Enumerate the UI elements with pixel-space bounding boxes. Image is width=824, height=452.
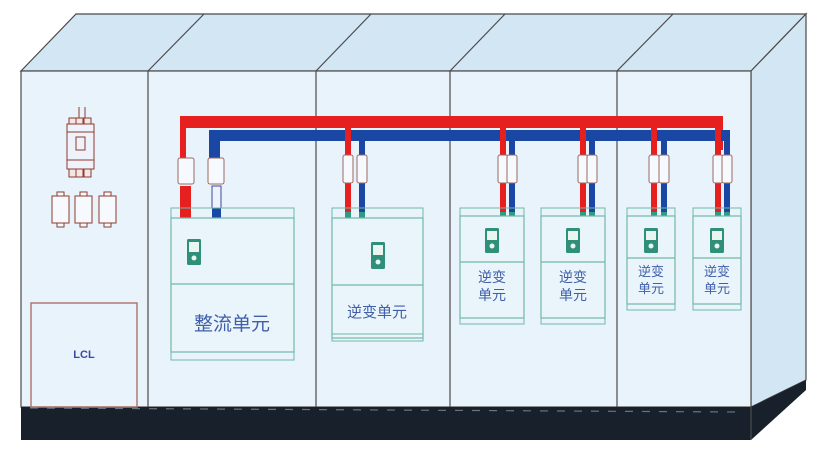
fuse-icon [586, 154, 598, 184]
inverter-unit-label-line2: 单元 [704, 282, 730, 297]
fuse-icon [51, 191, 70, 228]
rectifier-unit: 整流单元 [170, 207, 295, 361]
terminal [661, 212, 667, 218]
rectifier-positive-drop [180, 186, 191, 221]
fuse-icon [74, 191, 93, 228]
keypad-icon [485, 228, 499, 253]
inverter-unit: 逆变单元 [459, 207, 525, 325]
bus-drop-pair [497, 128, 518, 218]
terminal [651, 212, 657, 218]
fuse-icon [98, 191, 117, 228]
fuse-icon [506, 154, 518, 184]
inverter-unit-label-line1: 逆变 [638, 264, 664, 280]
fuse-icon [648, 154, 660, 184]
dc-positive-busbar [180, 116, 723, 170]
rectifier-unit-label: 整流单元 [194, 313, 270, 335]
top-face-dividers [147, 13, 674, 72]
inverter-unit: 逆变单元 [540, 207, 606, 325]
cabinet-top-face [19, 13, 808, 72]
dc-negative-busbar [209, 130, 730, 170]
fuse-group [51, 191, 117, 228]
inverter-unit-label: 逆变单元 [347, 303, 407, 321]
terminal [359, 212, 365, 218]
inverter-unit-label-line2: 单元 [638, 282, 664, 297]
rectifier-negative-terminal [212, 208, 221, 221]
fuse-icon [342, 154, 354, 184]
keypad-icon [187, 239, 201, 265]
terminal [580, 212, 586, 218]
fuse-icon [177, 157, 195, 185]
inverter-unit: 逆变单元 [692, 207, 742, 311]
lcl-filter-box [30, 302, 138, 408]
terminal [345, 212, 351, 218]
inverter-unit-label-line1: 逆变 [478, 270, 506, 286]
inverter-unit-label-line1: 逆变 [559, 270, 587, 286]
inverter-unit: 逆变单元 [331, 207, 424, 342]
inverter-unit: 逆变单元 [626, 207, 676, 311]
fuse-icon [207, 157, 225, 185]
cabinet-base [21, 407, 751, 440]
keypad-icon [710, 228, 724, 253]
cabinet-side-face [750, 12, 807, 408]
keypad-icon [371, 242, 385, 269]
circuit-breaker [66, 107, 95, 178]
cabinet-base-side [751, 380, 806, 440]
inverter-unit-label-line1: 逆变 [704, 264, 730, 280]
fuse-icon [356, 154, 368, 184]
fuse-icon [721, 154, 733, 184]
bus-drop-pair [712, 128, 733, 218]
terminal [589, 212, 595, 218]
bus-drop-pair [342, 128, 368, 218]
keypad-icon [644, 228, 658, 253]
fuse-icon [658, 154, 670, 184]
terminal [500, 212, 506, 218]
bus-drop-pair [648, 128, 670, 218]
inverter-bus-drops [342, 128, 733, 218]
keypad-icon [566, 228, 580, 253]
inverter-unit-label-line2: 单元 [478, 288, 506, 304]
terminal [724, 212, 730, 218]
bus-drop-pair [577, 128, 598, 218]
rectifier-negative-drop [211, 185, 222, 209]
lcl-label: LCL [73, 349, 95, 361]
terminal [509, 212, 515, 218]
inverter-unit-label-line2: 单元 [559, 288, 587, 304]
rectifier-fuses [177, 157, 225, 185]
terminal [715, 212, 721, 218]
